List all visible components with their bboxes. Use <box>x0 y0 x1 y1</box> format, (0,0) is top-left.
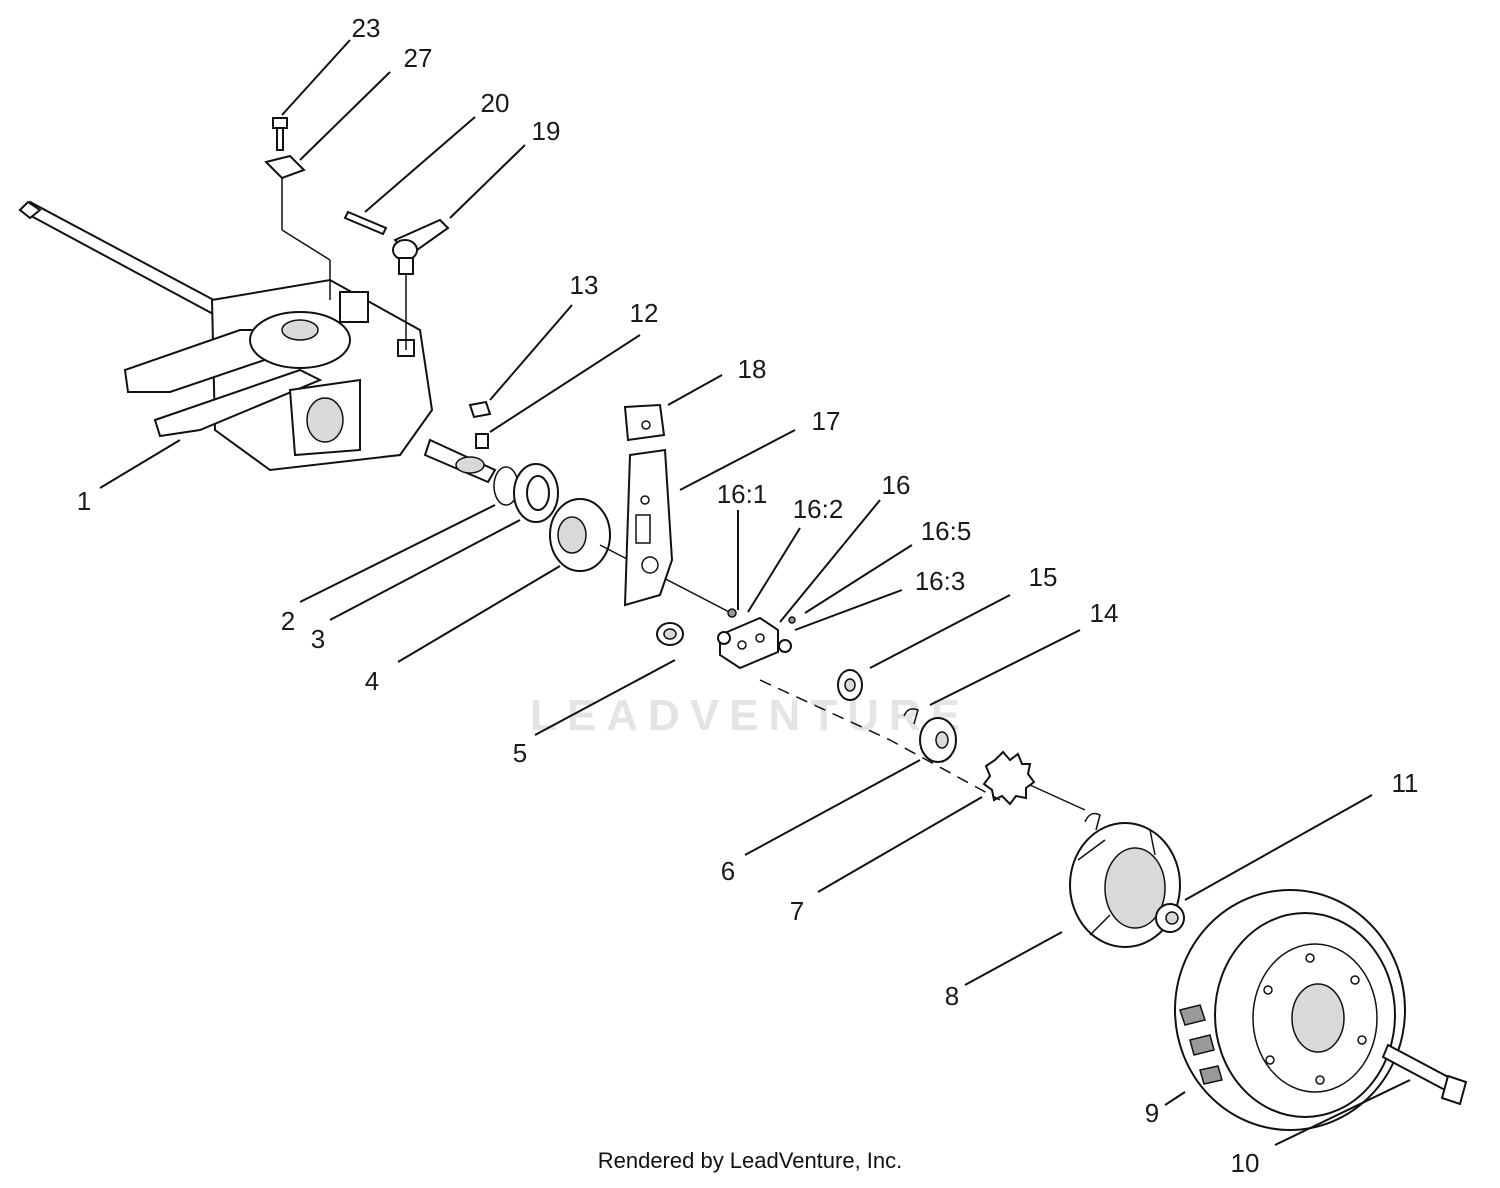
part-13-key <box>468 400 492 419</box>
footer-credit: Rendered by LeadVenture, Inc. <box>597 1148 903 1173</box>
callout-13: 13 <box>570 270 599 300</box>
part-27-clip <box>264 154 331 300</box>
callout-4: 4 <box>365 666 379 696</box>
callout-9: 9 <box>1145 1098 1159 1128</box>
part-9-wheel <box>1174 889 1406 1131</box>
hub-clip <box>1084 812 1101 831</box>
part-20-pin <box>343 210 388 236</box>
part-14-clip <box>903 708 919 725</box>
part-5-nut <box>656 622 684 646</box>
callout-5: 5 <box>513 738 527 768</box>
callout-2: 2 <box>281 606 295 636</box>
part-23-bolt <box>272 117 288 151</box>
callout-8: 8 <box>945 981 959 1011</box>
part-19-lever <box>392 218 450 350</box>
callout-1: 1 <box>77 486 91 516</box>
callout-12: 12 <box>630 298 659 328</box>
part-18-block <box>623 403 666 442</box>
part-11-nut <box>1155 903 1185 933</box>
part-1-transmission <box>18 200 497 484</box>
callout-15: 15 <box>1029 562 1058 592</box>
part-12-spring <box>475 433 489 449</box>
leader-lines <box>99 39 1411 1146</box>
callout-14: 14 <box>1090 598 1119 628</box>
callout-16-1: 16:1 <box>717 479 768 509</box>
callout-10: 10 <box>1231 1148 1260 1178</box>
callout-20: 20 <box>481 88 510 118</box>
part-15-washer <box>837 669 863 701</box>
part-3-washer <box>513 463 559 523</box>
part-10-bolt <box>1381 1043 1468 1106</box>
callout-16: 16 <box>882 470 911 500</box>
part-6-spacer <box>919 717 957 763</box>
callout-16-2: 16:2 <box>793 494 844 524</box>
callout-27: 27 <box>404 43 433 73</box>
callout-7: 7 <box>790 896 804 926</box>
callout-19: 19 <box>532 116 561 146</box>
part-4-bushing <box>549 498 736 616</box>
callout-16-5: 16:5 <box>921 516 972 546</box>
part-16-bracket <box>717 608 796 670</box>
callout-6: 6 <box>721 856 735 886</box>
callout-18: 18 <box>738 354 767 384</box>
callout-16-3: 16:3 <box>915 566 966 596</box>
callout-23: 23 <box>352 13 381 43</box>
part-17-plate <box>623 448 674 607</box>
callout-11: 11 <box>1392 768 1419 798</box>
part-7-gear <box>982 750 1086 811</box>
callout-3: 3 <box>311 624 325 654</box>
callout-labels: 1 2 3 4 5 6 7 8 9 10 11 12 13 14 15 16 1… <box>77 13 1419 1178</box>
part-8-hub <box>1069 822 1181 948</box>
callout-17: 17 <box>812 406 841 436</box>
